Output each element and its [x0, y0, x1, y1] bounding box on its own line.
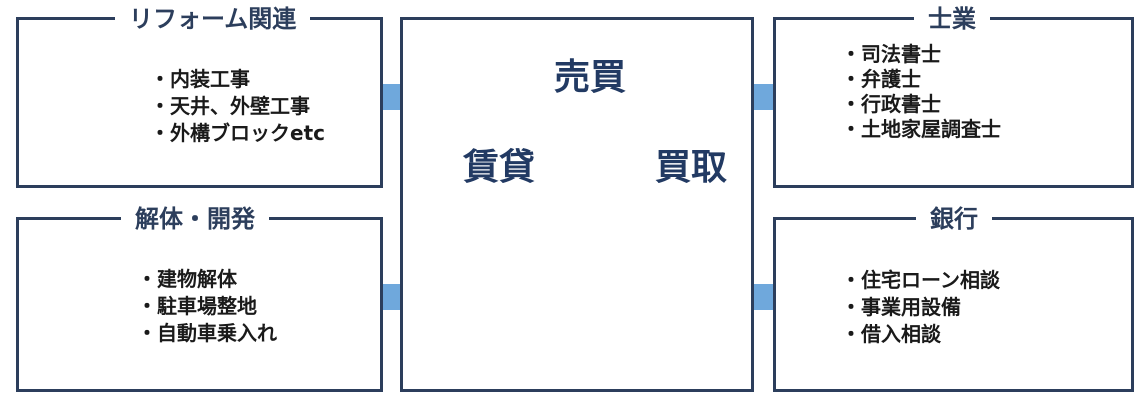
- bank-title: 銀行: [916, 204, 992, 234]
- professionals-items: ・司法書士 ・弁護士 ・行政書士 ・土地家屋調査士: [841, 42, 1001, 142]
- bank-items: ・住宅ローン相談 ・事業用設備 ・借入相談: [841, 267, 1000, 348]
- reform-items: ・内装工事 ・天井、外壁工事 ・外構ブロックetc: [150, 66, 325, 147]
- list-item: ・弁護士: [841, 67, 921, 91]
- demolition-title: 解体・開発: [121, 204, 269, 234]
- rent-label: 賃貸: [463, 147, 536, 188]
- demolition-items: ・建物解体 ・駐車場整地 ・自動車乗入れ: [137, 266, 277, 347]
- list-item: ・住宅ローン相談: [841, 268, 1000, 292]
- reform-box: リフォーム関連 ・内装工事 ・天井、外壁工事 ・外構ブロックetc: [16, 4, 383, 188]
- list-item: ・行政書士: [841, 92, 941, 116]
- list-item: ・司法書士: [841, 42, 941, 66]
- double-arrow-bank: [697, 268, 821, 326]
- double-arrow-professionals: [697, 68, 821, 126]
- demolition-box: 解体・開発 ・建物解体 ・駐車場整地 ・自動車乗入れ: [16, 204, 383, 392]
- double-arrow-reform: [333, 68, 457, 126]
- list-item: ・内装工事: [150, 67, 250, 91]
- professionals-box: 士業 ・司法書士 ・弁護士 ・行政書士 ・土地家屋調査士: [773, 4, 1134, 188]
- center-box: 売買 賃貸 買取: [400, 17, 754, 392]
- list-item: ・建物解体: [137, 267, 237, 291]
- buy-sell-label: 売買: [554, 57, 627, 98]
- professionals-title: 士業: [914, 4, 990, 34]
- bank-box: 銀行 ・住宅ローン相談 ・事業用設備 ・借入相談: [773, 204, 1134, 392]
- list-item: ・天井、外壁工事: [150, 94, 310, 118]
- list-item: ・借入相談: [841, 322, 941, 346]
- list-item: ・事業用設備: [841, 295, 961, 319]
- double-arrow-demolition: [333, 268, 457, 326]
- list-item: ・外構ブロックetc: [150, 121, 325, 145]
- reform-title: リフォーム関連: [115, 4, 311, 34]
- list-item: ・自動車乗入れ: [137, 321, 277, 345]
- list-item: ・土地家屋調査士: [841, 117, 1001, 141]
- list-item: ・駐車場整地: [137, 294, 257, 318]
- purchase-label: 買取: [655, 147, 728, 188]
